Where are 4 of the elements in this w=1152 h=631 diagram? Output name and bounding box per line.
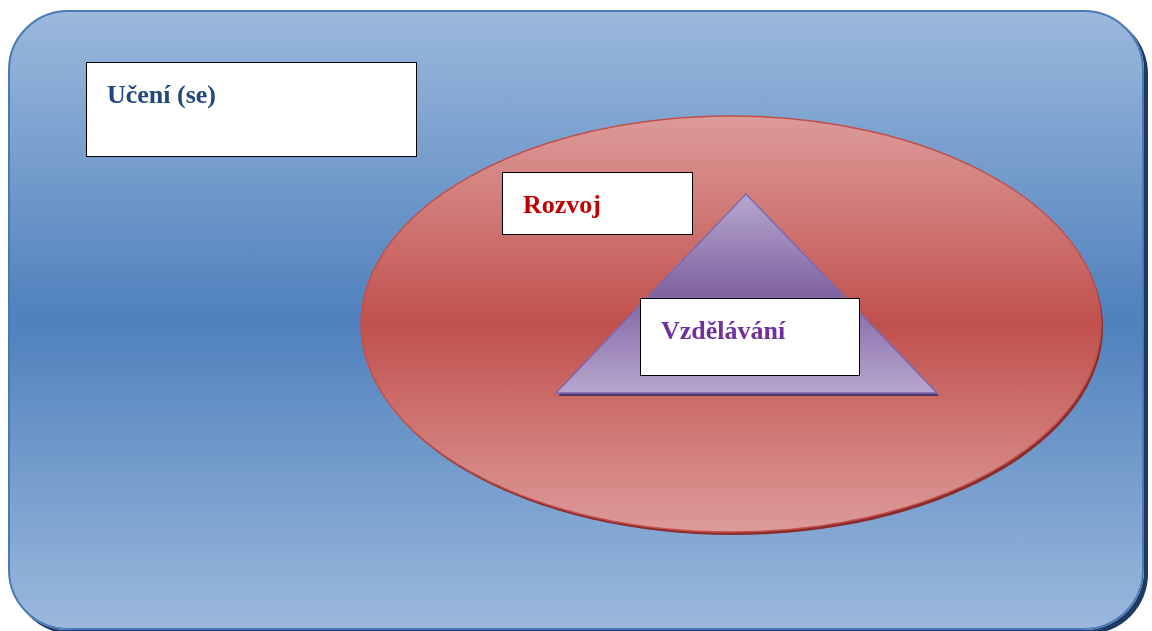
label-box: Rozvoj xyxy=(502,172,693,235)
ellipse-shape xyxy=(360,114,1102,534)
label-box: Učení (se) xyxy=(86,62,417,157)
label-box: Vzdělávání xyxy=(640,298,860,376)
